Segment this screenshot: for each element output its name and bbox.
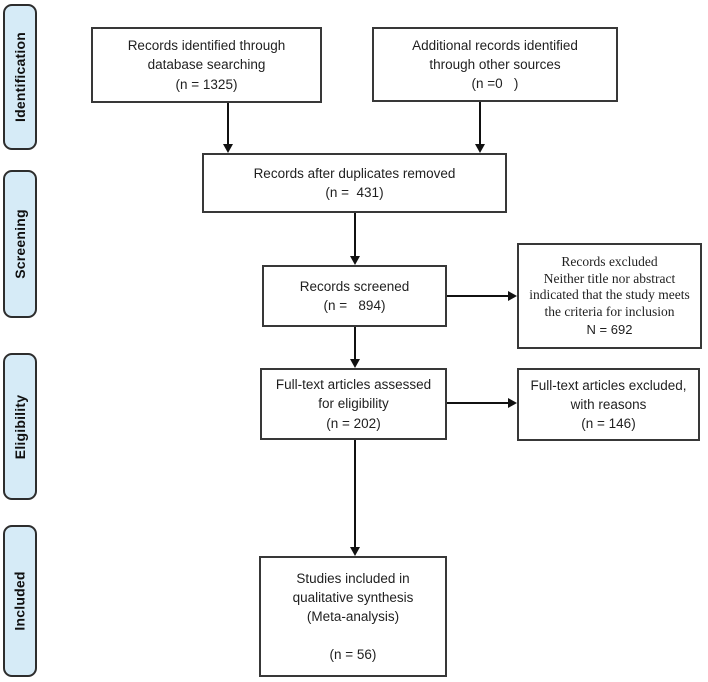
box-records-screened-text: Records screened (n = 894): [299, 278, 410, 313]
arrow-screened-to-excluded: [447, 295, 508, 297]
arrow-fulltext-to-included: [354, 440, 356, 547]
stage-screening-label: Screening: [12, 209, 28, 279]
box-studies-included: Studies included in qualitative synthesi…: [259, 556, 447, 677]
box-additional-records-other-sources-text: Additional records identified through ot…: [412, 37, 578, 92]
stage-included: Included: [3, 525, 37, 677]
box-studies-included-text: Studies included in qualitative synthesi…: [292, 570, 414, 663]
stage-eligibility-label: Eligibility: [12, 394, 28, 459]
box-records-identified-database-text: Records identified through database sear…: [127, 38, 286, 92]
box-fulltext-assessed: Full-text articles assessed for eligibil…: [260, 368, 447, 440]
box-records-identified-database: Records identified through database sear…: [91, 27, 322, 103]
box-records-after-duplicates-removed-text: Records after duplicates removed (n = 43…: [253, 165, 456, 200]
box-records-after-duplicates-removed: Records after duplicates removed (n = 43…: [202, 153, 507, 213]
box-records-excluded-count: N = 692: [586, 322, 633, 337]
box-records-excluded-body: Records excluded Neither title nor abstr…: [529, 254, 690, 319]
box-records-excluded: Records excluded Neither title nor abstr…: [517, 243, 702, 349]
arrow-duplicates-to-screened: [354, 213, 356, 256]
stage-identification: Identification: [3, 4, 37, 150]
stage-included-label: Included: [12, 571, 29, 631]
box-fulltext-excluded: Full-text articles excluded, with reason…: [517, 368, 700, 441]
arrow-database-to-duplicates: [227, 103, 229, 144]
box-additional-records-other-sources: Additional records identified through ot…: [372, 27, 618, 102]
stage-identification-label: Identification: [12, 32, 29, 122]
arrow-othersources-to-duplicates: [479, 102, 481, 144]
box-records-screened: Records screened (n = 894): [262, 265, 447, 327]
arrow-fulltext-to-excluded: [447, 402, 508, 404]
box-fulltext-assessed-text: Full-text articles assessed for eligibil…: [275, 377, 432, 431]
arrow-screened-to-fulltext: [354, 327, 356, 359]
stage-eligibility: Eligibility: [3, 353, 37, 500]
box-fulltext-excluded-text: Full-text articles excluded, with reason…: [530, 377, 687, 432]
stage-screening: Screening: [3, 170, 37, 318]
